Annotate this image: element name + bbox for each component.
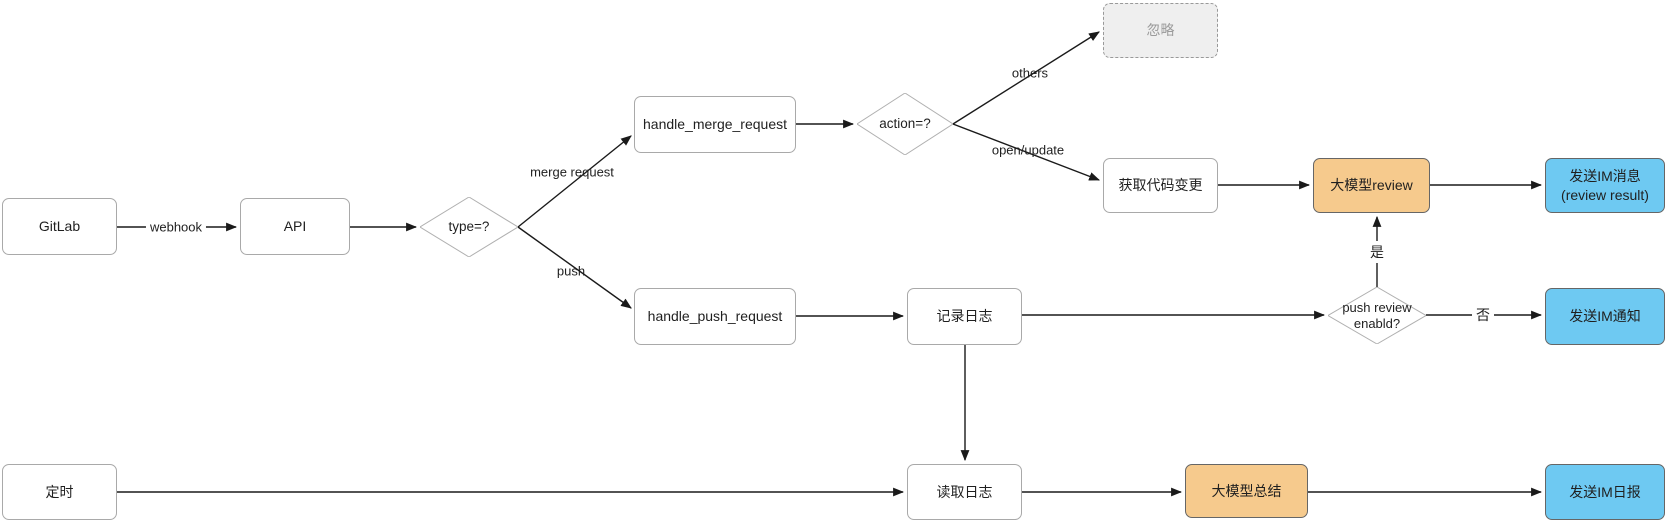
node-label-line1: 发送IM消息 [1569, 168, 1641, 185]
edge-action-ignore [952, 31, 1100, 125]
node-send-im-message[interactable]: 发送IM消息 (review result) [1545, 158, 1665, 213]
node-label-line2: enabld? [1353, 315, 1401, 331]
node-label: 忽略 [1146, 22, 1175, 39]
node-read-log[interactable]: 读取日志 [907, 464, 1022, 520]
edge-label-no: 否 [1472, 304, 1494, 326]
edge-type-merge [517, 135, 632, 228]
node-api[interactable]: API [240, 198, 350, 255]
node-send-im-notice[interactable]: 发送IM通知 [1545, 288, 1665, 345]
node-ignore[interactable]: 忽略 [1103, 3, 1218, 58]
node-label: 记录日志 [936, 308, 993, 325]
node-label: 定时 [45, 483, 74, 500]
diamond-shape [857, 93, 953, 155]
node-label: 发送IM日报 [1569, 483, 1641, 500]
node-label: 获取代码变更 [1118, 177, 1203, 194]
node-type-decision[interactable]: type=? [420, 197, 518, 257]
node-label: push review enabld? [1342, 300, 1411, 331]
node-llm-summary[interactable]: 大模型总结 [1185, 464, 1308, 518]
node-push-review-decision[interactable]: push review enabld? [1328, 287, 1426, 344]
edge-label-others: others [1011, 65, 1049, 81]
node-llm-review[interactable]: 大模型review [1313, 158, 1430, 213]
node-handle-merge-request[interactable]: handle_merge_request [634, 96, 796, 153]
node-label: 读取日志 [936, 483, 993, 500]
edge-type-push [517, 226, 632, 309]
node-label: handle_push_request [647, 308, 783, 325]
node-send-im-daily[interactable]: 发送IM日报 [1545, 464, 1665, 520]
node-handle-push-request[interactable]: handle_push_request [634, 288, 796, 345]
node-label: 大模型总结 [1211, 482, 1282, 499]
node-label: action=? [879, 115, 931, 131]
node-label: type=? [448, 218, 490, 234]
node-label: GitLab [38, 218, 81, 235]
node-label: API [283, 218, 307, 235]
node-label: 大模型review [1330, 177, 1413, 194]
edge-label-push: push [556, 263, 586, 279]
diamond-shape [420, 197, 518, 257]
node-label: handle_merge_request [643, 116, 787, 133]
edge-action-fetch [952, 123, 1101, 181]
node-record-log[interactable]: 记录日志 [907, 288, 1022, 345]
edge-label-yes: 是 [1366, 241, 1388, 263]
node-label: 发送IM通知 [1569, 308, 1641, 325]
edge-label-open-update: open/update [991, 142, 1065, 158]
node-label-line1: push review [1342, 299, 1412, 315]
node-fetch-code-changes[interactable]: 获取代码变更 [1103, 158, 1218, 213]
edge-label-merge-request: merge request [530, 164, 614, 180]
node-timer[interactable]: 定时 [2, 464, 117, 520]
diamond-shape [1328, 287, 1426, 344]
node-action-decision[interactable]: action=? [857, 93, 953, 155]
node-label-line2: (review result) [1561, 186, 1649, 203]
node-gitlab[interactable]: GitLab [2, 198, 117, 255]
edge-label-webhook: webhook [145, 218, 207, 236]
